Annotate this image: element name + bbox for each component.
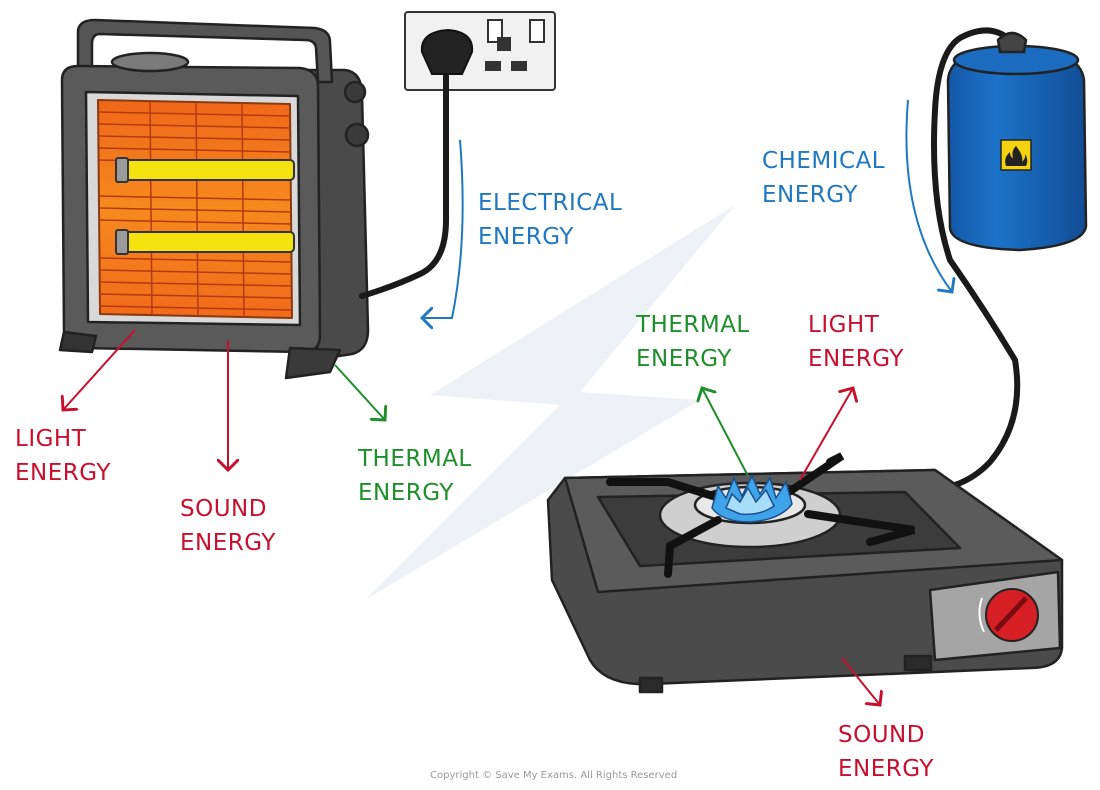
stove-sound-arrow — [841, 657, 880, 705]
lightning-bolt-watermark — [365, 205, 735, 600]
copyright-notice: Copyright © Save My Exams. All Rights Re… — [430, 770, 678, 781]
electrical-energy-arrow — [422, 139, 464, 318]
electric-heater-icon — [58, 18, 370, 380]
blue-flame-icon — [711, 474, 793, 523]
heating-elements — [115, 157, 295, 255]
heater-thermal-arrow — [334, 364, 385, 420]
gas-hose — [931, 27, 1021, 488]
stove-thermal-arrow — [702, 388, 749, 477]
heater-light-arrow — [63, 329, 136, 410]
gas-control-knob[interactable] — [978, 588, 1039, 642]
stove-light-arrow — [799, 388, 853, 481]
flammable-warning-icon — [1000, 139, 1032, 171]
pan-supports — [606, 452, 916, 578]
heater-cable — [359, 69, 449, 299]
heater-grille — [98, 100, 292, 318]
camping-stove-icon — [546, 468, 1064, 694]
plug-icon — [420, 28, 474, 75]
chemical-energy-arrow — [905, 99, 952, 292]
